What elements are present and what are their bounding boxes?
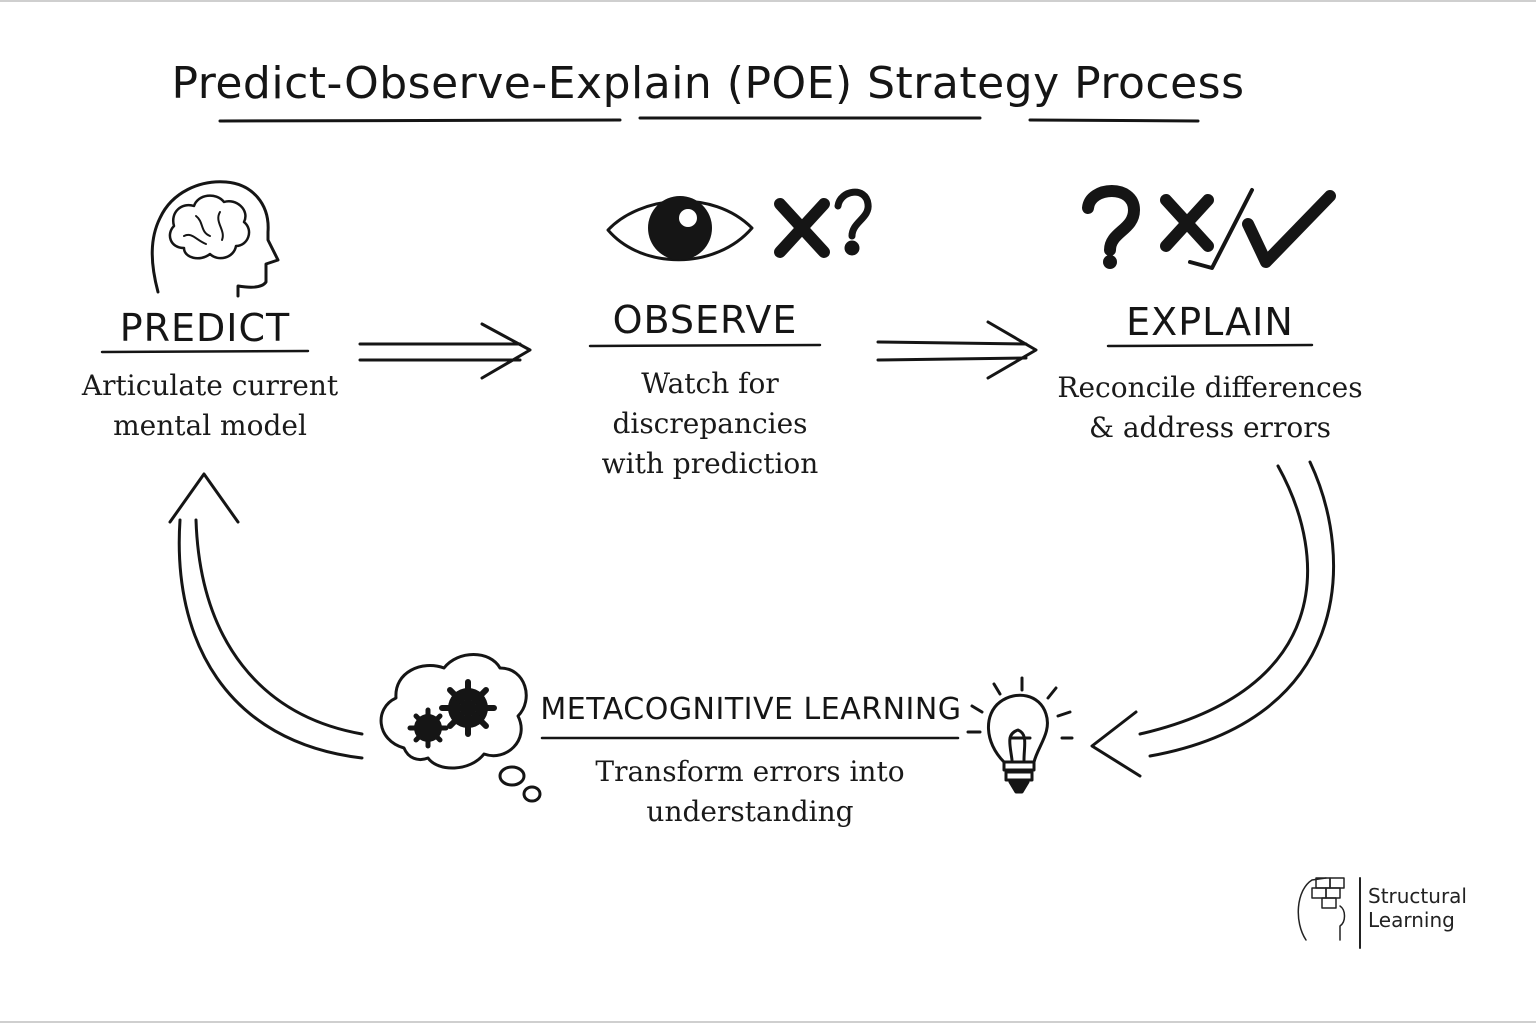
eye-icon (606, 196, 754, 262)
observe-title: OBSERVE (612, 298, 798, 342)
metacognitive-title: METACOGNITIVE LEARNING (540, 692, 962, 727)
brain-head-icon (150, 180, 280, 298)
thought-cloud-gears-icon (379, 653, 542, 803)
brand-line2: Learning (1368, 908, 1455, 932)
predict-title: PREDICT (119, 306, 291, 350)
question-icon (834, 188, 872, 256)
brand-name: Structural Learning (1368, 884, 1467, 932)
observe-description: Watch for discrepancies with prediction (540, 364, 880, 484)
diagram-title: Predict-Observe-Explain (POE) Strategy P… (171, 58, 1245, 109)
arrow-observe-to-explain (876, 320, 1038, 380)
observe-desc-line2: with prediction (601, 447, 819, 480)
structural-learning-logo-icon (1297, 877, 1361, 949)
predict-description: Articulate current mental model (60, 366, 360, 446)
title-underline (218, 116, 1200, 123)
cross-icon (774, 198, 830, 258)
metacognitive-desc-line1: Transform errors into (595, 755, 905, 788)
explain-title: EXPLAIN (1126, 300, 1294, 344)
lightbulb-icon (966, 676, 1074, 794)
predict-underline (100, 349, 310, 354)
predict-desc-line2: mental model (113, 409, 307, 442)
explain-desc-line2: & address errors (1089, 411, 1331, 444)
arrow-predict-to-observe (358, 322, 532, 380)
arrow-metacognition-to-predict (168, 472, 364, 760)
predict-desc-line1: Articulate current (81, 369, 339, 402)
observe-desc-line1: Watch for discrepancies (612, 367, 808, 440)
explain-description: Reconcile differences & address errors (1050, 368, 1370, 448)
metacognitive-description: Transform errors into understanding (560, 752, 940, 832)
question-cross-check-icon (1082, 185, 1336, 270)
observe-underline (588, 343, 822, 348)
arrow-explain-to-metacognition (1090, 460, 1336, 778)
metacognitive-desc-line2: understanding (646, 795, 854, 828)
explain-desc-line1: Reconcile differences (1057, 371, 1363, 404)
explain-underline (1106, 343, 1314, 348)
brand-line1: Structural (1368, 884, 1467, 908)
